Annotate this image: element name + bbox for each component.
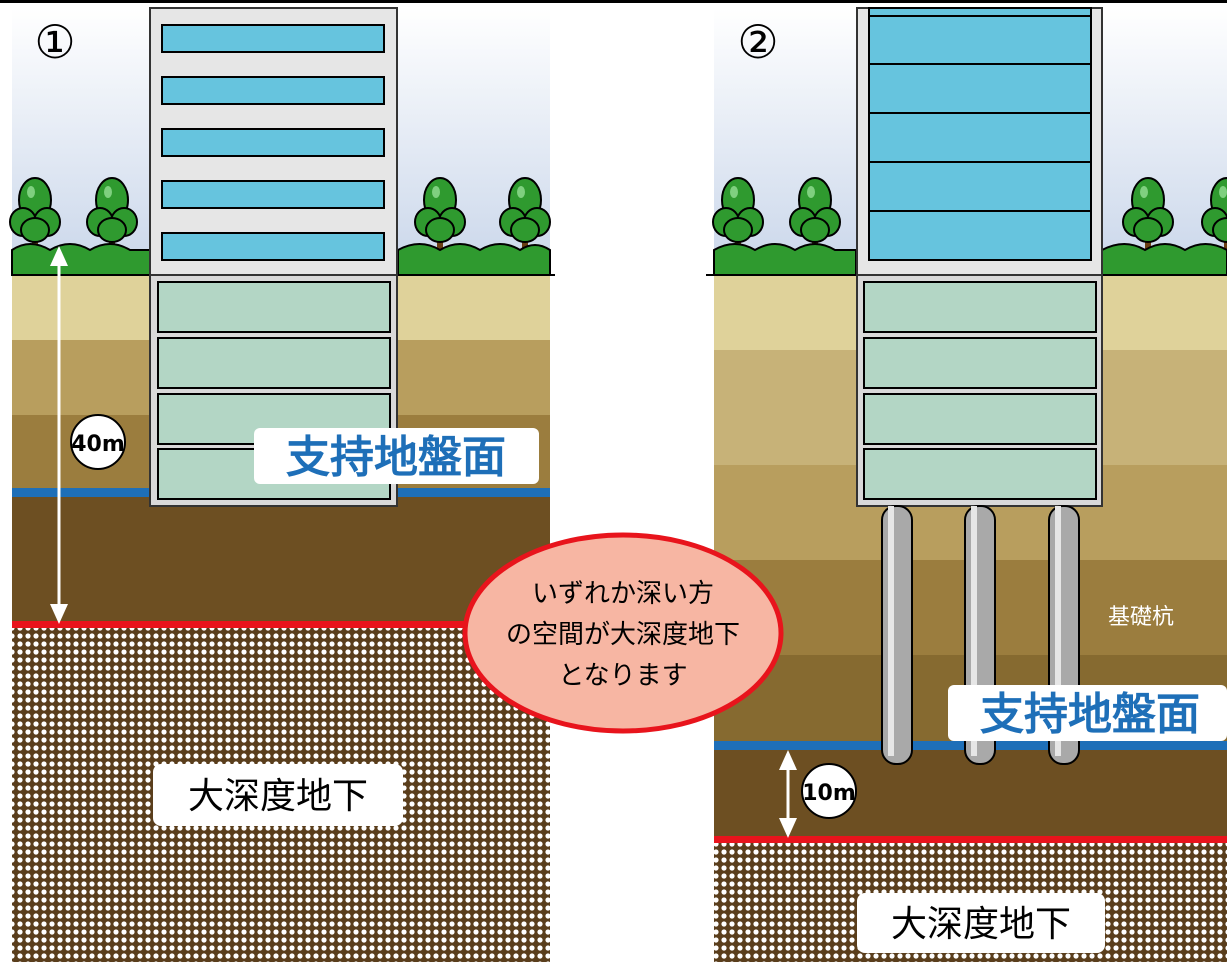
deep-label-box-2 — [857, 893, 1105, 953]
trees-2 — [712, 177, 1227, 276]
deep-label-2: 大深度地下 — [891, 904, 1071, 945]
callout-line-3: となります — [558, 661, 687, 691]
depth-badge-2 — [801, 763, 857, 819]
deep-label-1: 大深度地下 — [188, 776, 368, 817]
bearing-label-box-2 — [948, 685, 1227, 741]
callout-line-1: いずれか深い方 — [532, 579, 714, 609]
depth-arrow-2 — [779, 750, 797, 838]
pile-label: 基礎杭 — [1108, 605, 1174, 630]
callout-bubble: いずれか深い方 の空間が大深度地下 となります — [462, 532, 784, 734]
panel-2: 基礎杭 支持地盤面 10m 大深度地下 ② — [706, 7, 1227, 962]
depth-arrow-1 — [50, 246, 68, 624]
panel-number-1: ① — [34, 15, 75, 69]
callout-line-2: の空間が大深度地下 — [506, 620, 740, 650]
panel-1: 40m 支持地盤面 大深度地下 ① — [9, 7, 555, 962]
bearing-label-2: 支持地盤面 — [980, 689, 1200, 740]
bearing-label-box-1 — [254, 428, 539, 484]
depth-label-1: 40m — [71, 432, 125, 457]
deep-depth-line-2 — [714, 836, 1227, 843]
deep-label-box-1 — [153, 764, 403, 826]
bearing-label-1: 支持地盤面 — [286, 432, 506, 483]
deep-depth-line-1 — [12, 621, 467, 628]
depth-label-2: 10m — [802, 781, 856, 806]
panel-number-2: ② — [737, 15, 778, 69]
depth-badge-1 — [70, 414, 126, 470]
trees-1 — [9, 177, 551, 276]
building-2 — [856, 7, 1103, 507]
